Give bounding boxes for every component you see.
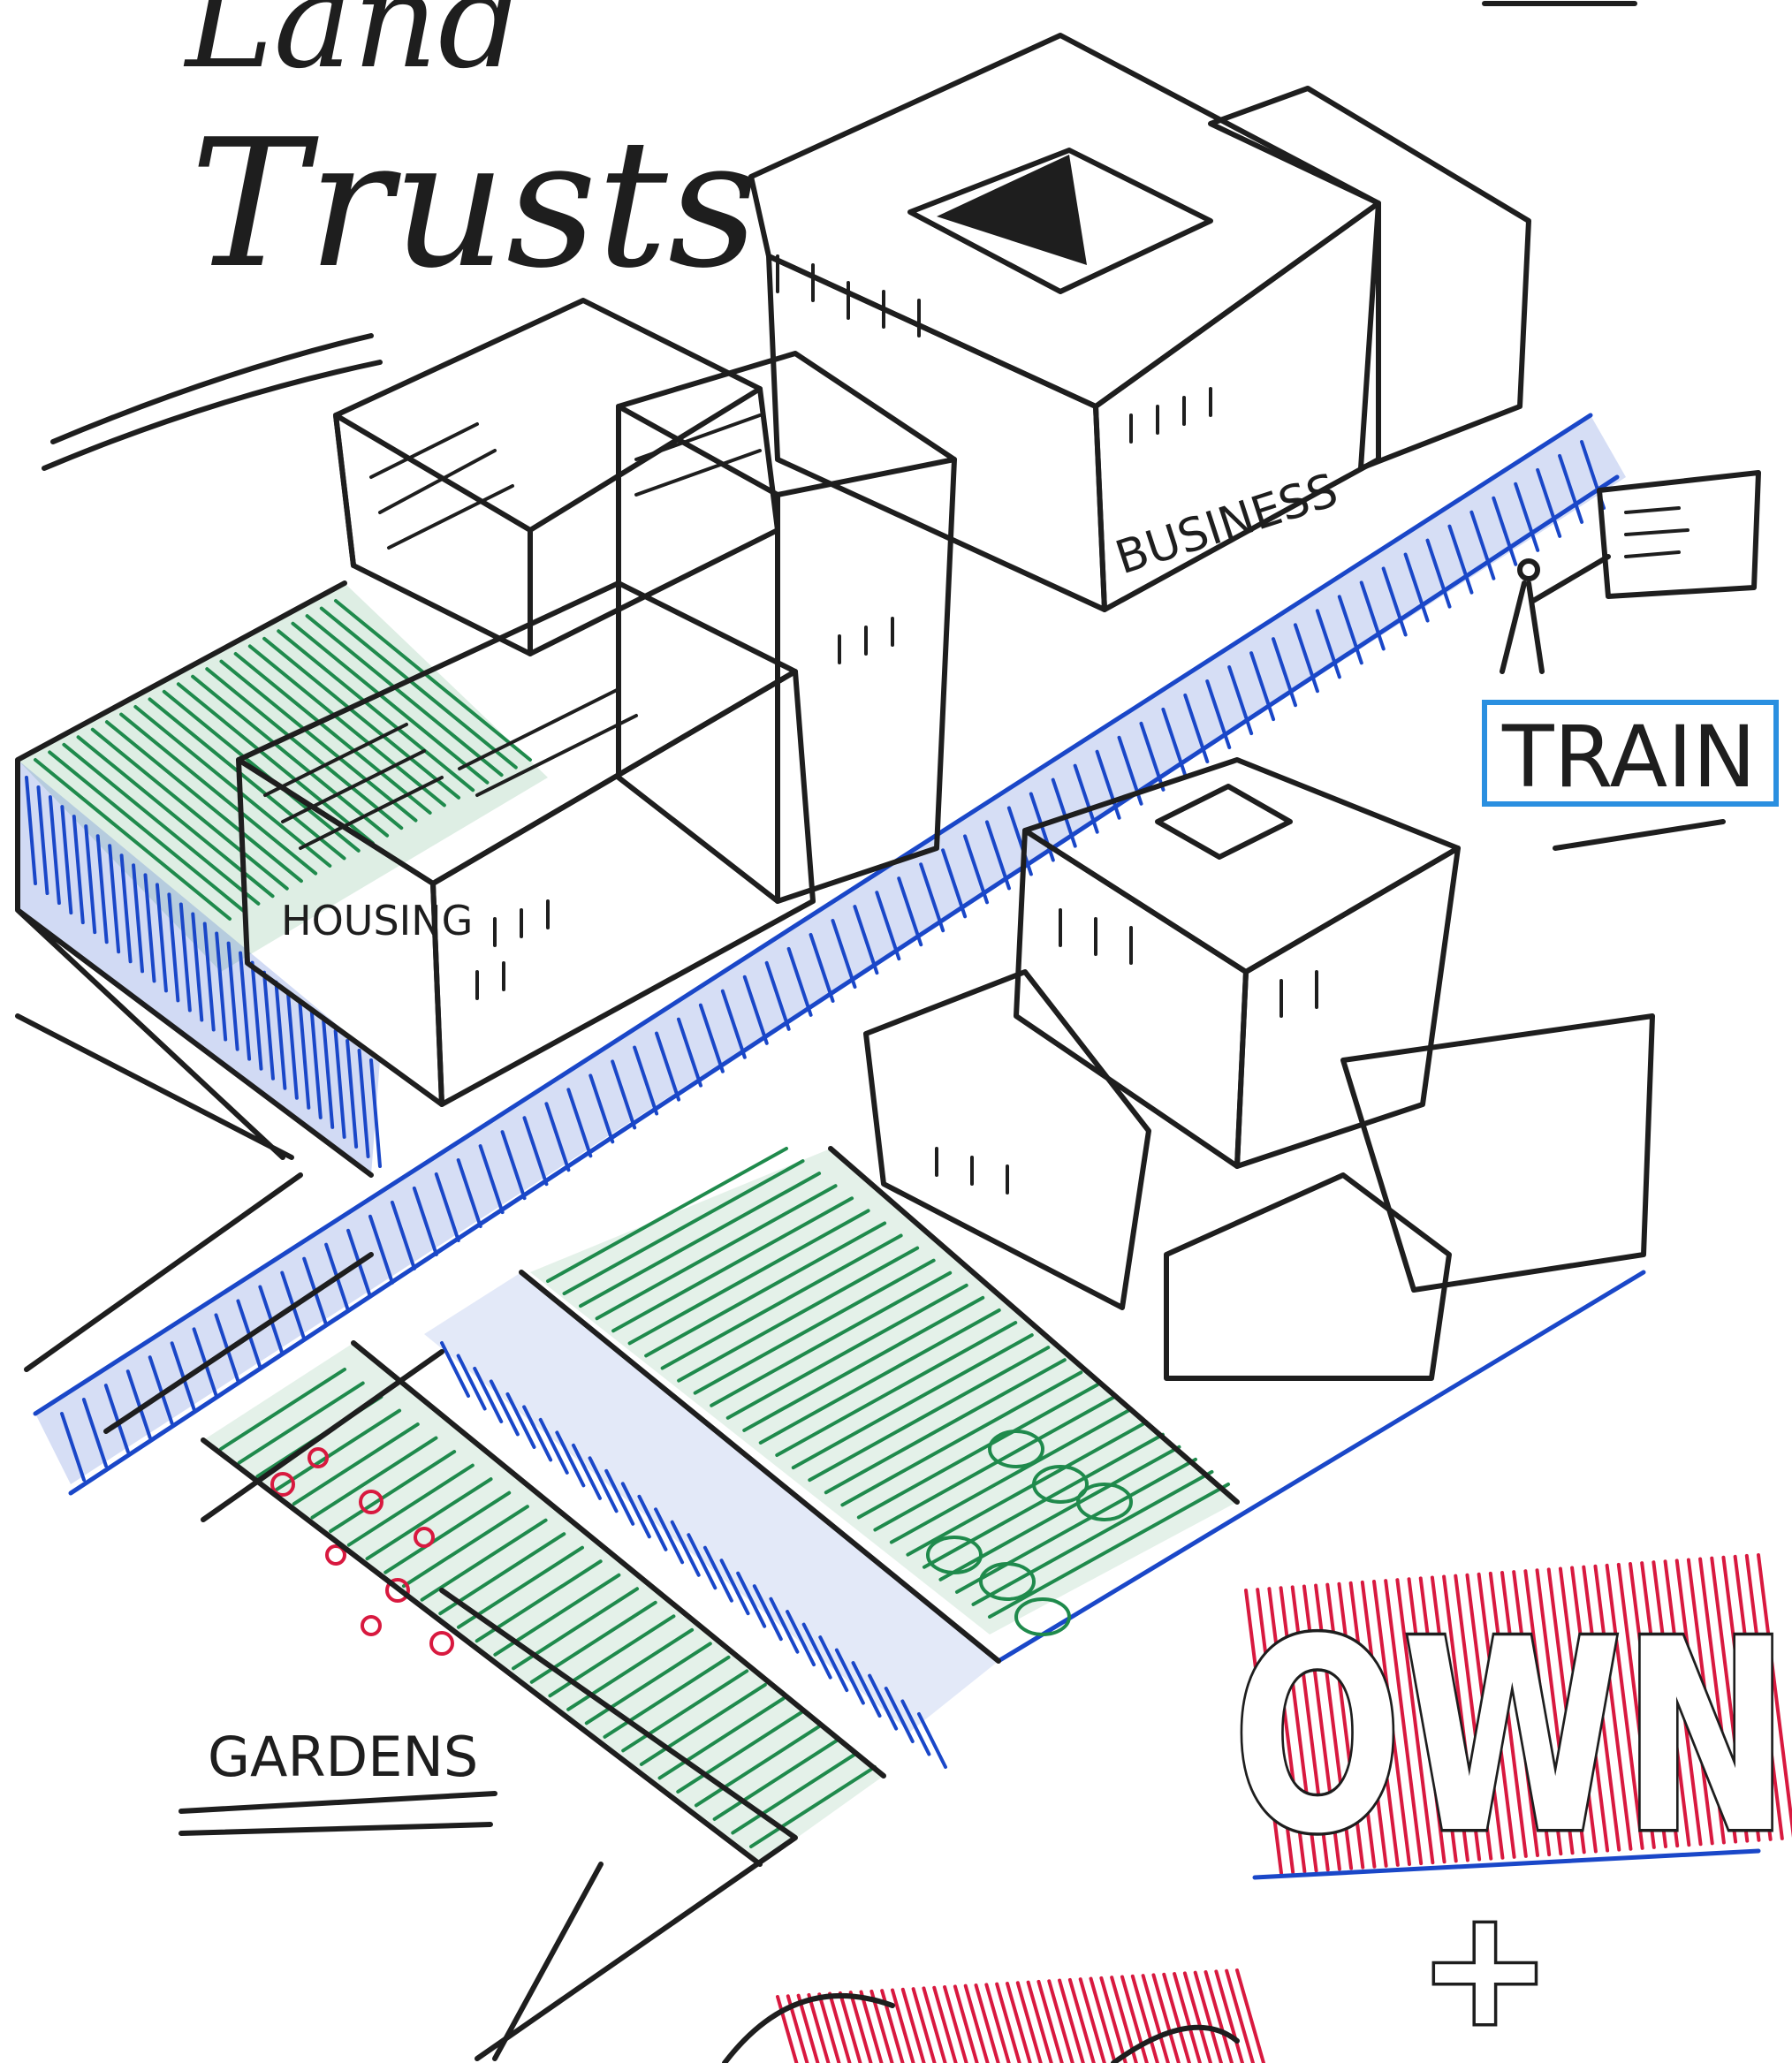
business-label: BUSINESS xyxy=(1109,464,1344,585)
housing-label: HOUSING xyxy=(281,897,473,944)
own-label: OWN xyxy=(1233,1583,1789,1892)
train-underline xyxy=(1555,822,1723,848)
bottom-red-shape xyxy=(725,1970,1264,2063)
heading-underline-1 xyxy=(53,336,371,442)
upper-platform xyxy=(18,583,548,1175)
own-block: OWN xyxy=(1233,1555,1792,1892)
building-lower-side xyxy=(1237,848,1458,1166)
train-figure-head xyxy=(1520,561,1538,579)
heading: Land Trusts xyxy=(44,0,1635,468)
gardens-label: GARDENS xyxy=(208,1725,478,1789)
gardens-underline-1 xyxy=(181,1794,495,1811)
train-board-lines xyxy=(1626,508,1688,557)
building-right-wing xyxy=(1211,88,1529,468)
heading-underline-2 xyxy=(44,362,380,468)
train-label: TRAIN xyxy=(1501,708,1756,807)
building-front-mid xyxy=(1166,1175,1449,1378)
bottom-red-hatch xyxy=(778,1970,1264,2063)
building-back-left xyxy=(336,300,778,654)
building-lower-front xyxy=(1016,831,1246,1166)
heading-line-2: Trusts xyxy=(190,102,758,307)
gardens-underline-2 xyxy=(181,1824,490,1833)
train-board xyxy=(1599,473,1758,596)
building-lower-skylight xyxy=(1158,786,1290,857)
building-middle-edges xyxy=(619,406,954,901)
building-front-right xyxy=(1343,1016,1652,1290)
building-business-side xyxy=(769,256,1105,610)
gardens-area xyxy=(27,1149,1237,2059)
heading-line-1: Land xyxy=(183,0,523,98)
plus-label: + xyxy=(1418,1877,1552,2061)
